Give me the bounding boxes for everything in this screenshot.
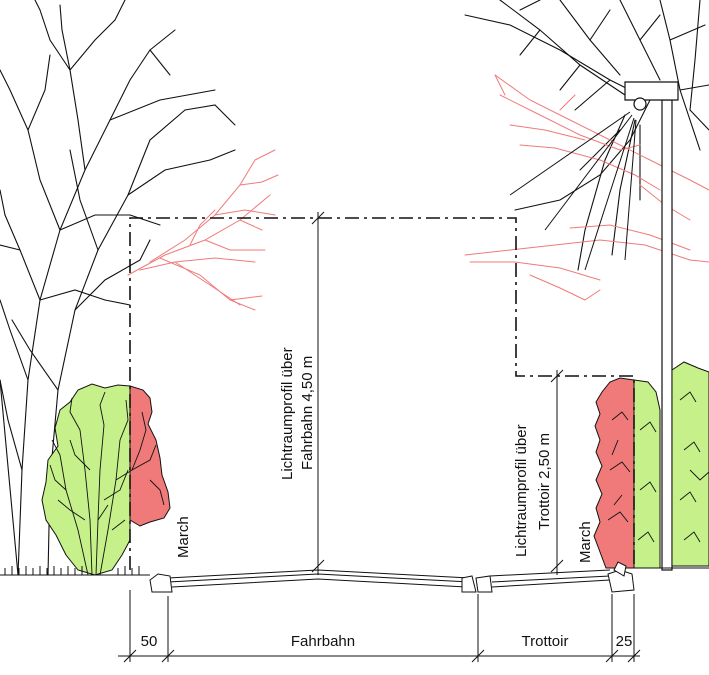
clearance-profile-road: [129, 217, 635, 570]
street-lamp: [624, 81, 679, 571]
left-shrub: [41, 383, 171, 576]
clearance-road-label-2: Fahrbahn 4,50 m: [299, 356, 316, 470]
lamp-light-rays: [509, 111, 637, 271]
clearance-road-label-1: Lichtraumprofil über: [279, 347, 296, 480]
right-hedge-green-outer: [671, 361, 709, 567]
left-tree-red-branches: [127, 149, 279, 311]
right-hedge: [593, 361, 709, 569]
clearance-sidewalk-label-2: Trottoir 2,50 m: [536, 433, 553, 530]
left-curb: [149, 573, 173, 593]
dimension-sidewalk: Trottoir: [522, 633, 569, 650]
ground-grass: [0, 566, 709, 576]
lamp-pole: [661, 99, 673, 571]
clearance-sidewalk-label-1: Lichtraumprofil über: [513, 424, 530, 557]
dimension-roadway: Fahrbahn: [291, 633, 355, 650]
dimension-right-strip: 25: [616, 633, 633, 650]
lamp-head: [624, 81, 679, 101]
right-hedge-red: [593, 377, 635, 569]
lamp-light-icon: [633, 97, 647, 111]
march-label-left: March: [175, 516, 192, 558]
road-section: [149, 561, 635, 593]
dimension-left-strip: 50: [141, 633, 158, 650]
right-tree: [464, 0, 709, 271]
right-tree-red-branches: [464, 74, 709, 301]
road-surface: [167, 569, 471, 579]
sidewalk-surface: [489, 569, 611, 577]
march-label-right: March: [577, 521, 594, 563]
middle-curb: [461, 575, 477, 593]
width-dimension-chain: [118, 590, 641, 663]
height-dimension-sidewalk: [550, 369, 564, 575]
